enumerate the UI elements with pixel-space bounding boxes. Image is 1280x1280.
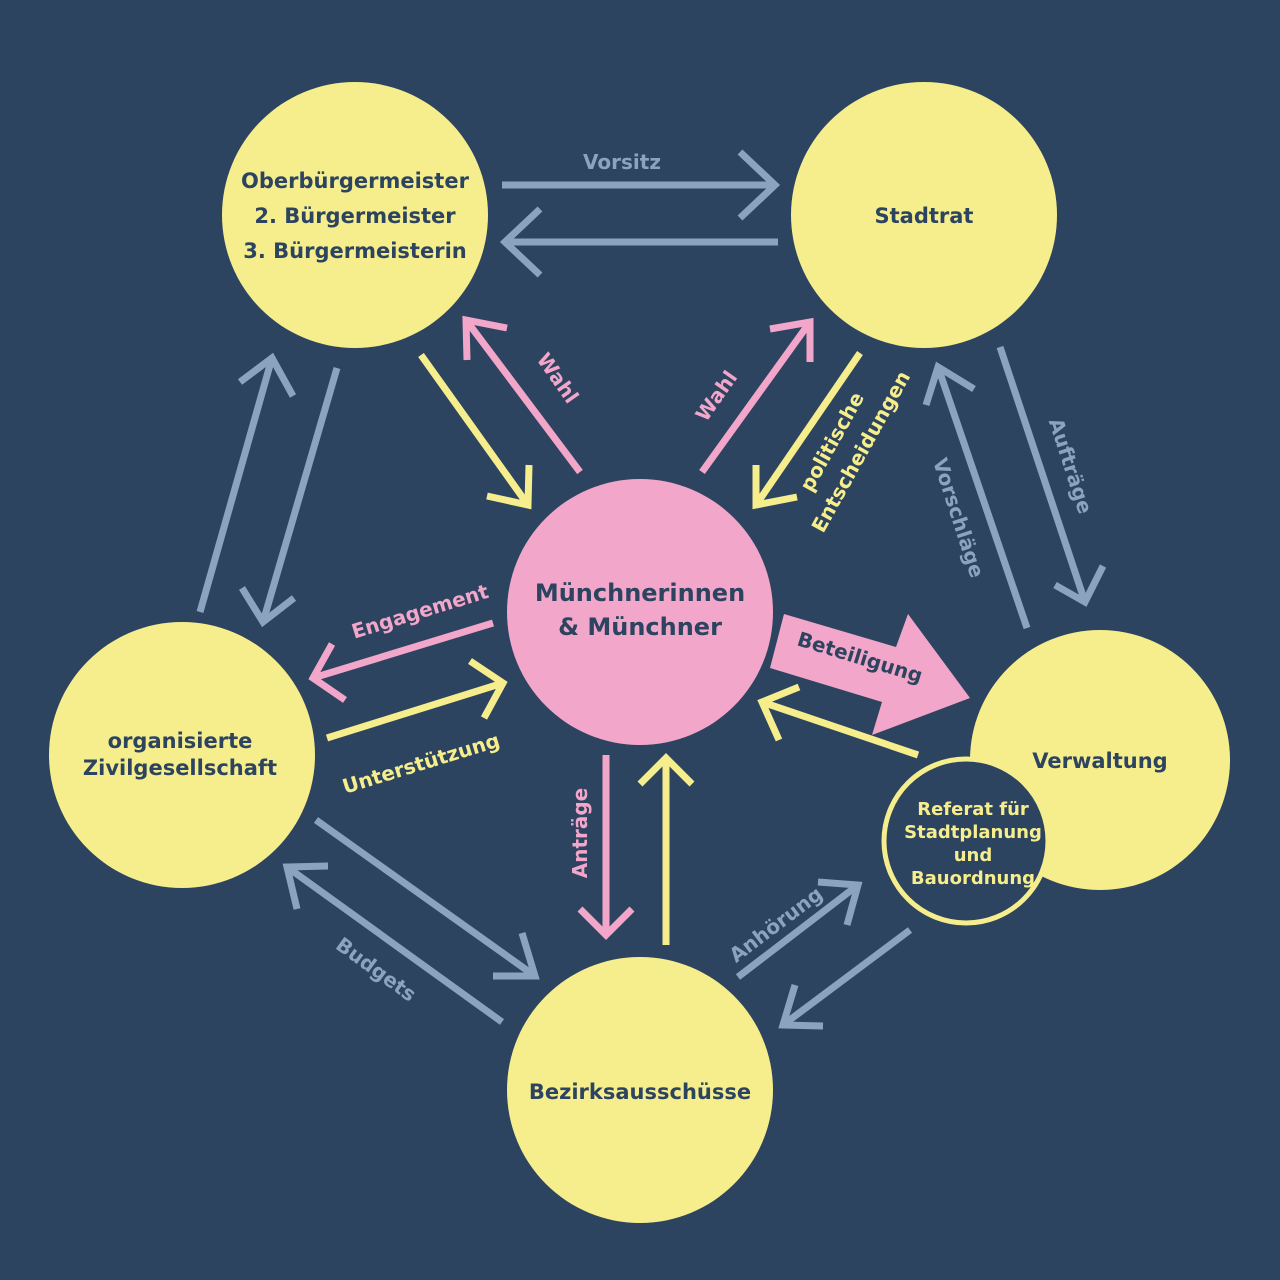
- arrow-civil-to-mayor: [196, 352, 297, 613]
- citizens-label-line2: & Münchner: [558, 613, 722, 641]
- district-committees-label: Bezirksausschüsse: [529, 1080, 751, 1104]
- arrow-citizens-to-districts: [577, 755, 635, 940]
- planning-label-line2: Stadtplanung: [904, 822, 1042, 843]
- arrow-mayor-to-civil: [239, 367, 341, 628]
- arrow-mayor-to-citizens: [418, 352, 533, 510]
- arrow-council-to-citizens: [752, 351, 863, 510]
- label-antraege: Anträge: [568, 788, 592, 879]
- mayor-label-line2: 2. Bürgermeister: [254, 204, 456, 228]
- node-civil-society: [49, 622, 315, 888]
- arrow-civil-to-citizens: [325, 658, 508, 742]
- administration-label: Verwaltung: [1032, 749, 1167, 773]
- planning-label-line1: Referat für: [917, 799, 1029, 820]
- planning-label-line3: und: [954, 845, 993, 866]
- mayor-label-line1: Oberbürgermeister: [241, 169, 470, 193]
- arrow-planning-to-citizens: [757, 683, 920, 759]
- citizens-label-line1: Münchnerinnen: [535, 579, 745, 607]
- arrow-civil-to-districts: [313, 817, 540, 980]
- node-planning-dept: [881, 756, 1051, 926]
- arrow-planning-to-districts: [778, 927, 913, 1030]
- node-citizens: [507, 479, 773, 745]
- arrow-districts-to-citizens: [637, 753, 695, 945]
- node-district-committees: [507, 957, 773, 1223]
- mayor-label-line3: 3. Bürgermeisterin: [243, 239, 466, 263]
- arrow-mayor-to-council: [502, 149, 781, 221]
- node-council: [791, 82, 1057, 348]
- arrow-citizens-to-administration: [770, 614, 970, 735]
- arrow-council-to-mayor: [499, 206, 778, 278]
- arrow-citizens-to-mayor: [462, 315, 583, 475]
- arrow-citizens-to-civil: [308, 619, 495, 703]
- arrow-districts-to-planning: [735, 878, 863, 980]
- arrow-citizens-to-council: [699, 317, 814, 475]
- planning-label-line4: Bauordnung: [911, 868, 1035, 889]
- label-vorsitz: Vorsitz: [583, 150, 661, 174]
- council-label: Stadtrat: [875, 204, 974, 228]
- arrow-council-to-administration: [996, 345, 1107, 607]
- arrow-districts-to-civil: [282, 862, 505, 1025]
- arrow-administration-to-council: [922, 361, 1031, 630]
- civil-society-label-line1: organisierte: [108, 729, 253, 753]
- civil-society-label-line2: Zivilgesellschaft: [83, 756, 277, 780]
- node-mayor: [222, 82, 488, 348]
